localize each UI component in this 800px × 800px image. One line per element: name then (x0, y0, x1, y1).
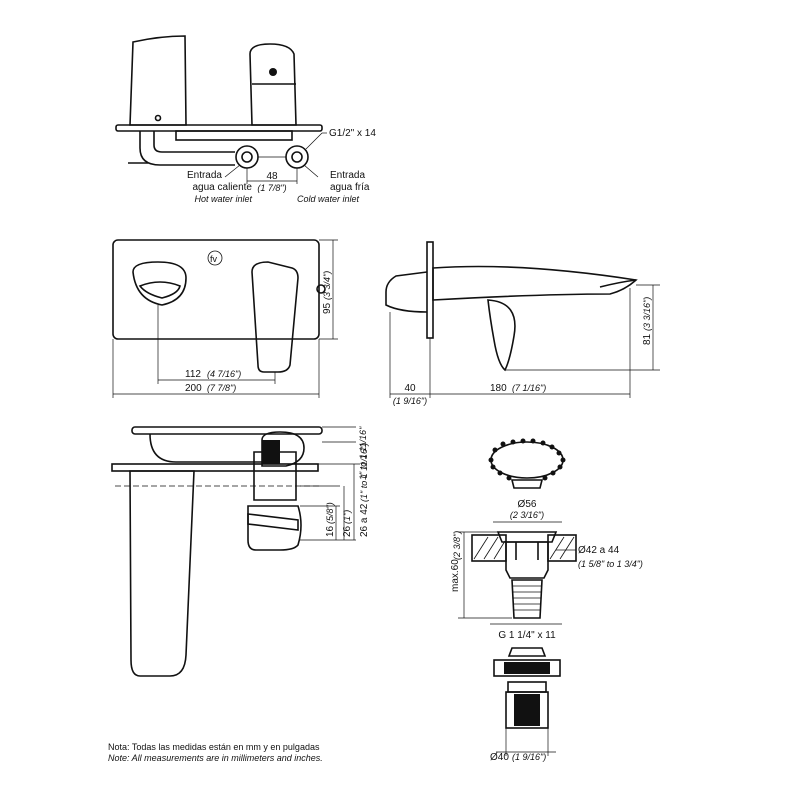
front-plate (112, 239, 320, 340)
max-thick-label: max.60 (450, 559, 461, 592)
drain-nut-core (504, 662, 550, 674)
depth-label-in: (1 9/16") (393, 396, 427, 406)
hot-leader (224, 164, 241, 178)
section-top-plate (131, 426, 323, 435)
dim26-42-label-in: (1" to 1 11/16") (359, 443, 369, 502)
hot-label-es-1: Entrada (187, 170, 222, 181)
dim26-label: 26 (342, 525, 353, 537)
spout-hole (154, 114, 162, 122)
drain-flange (496, 531, 558, 543)
body-pipe-inner (153, 131, 235, 153)
cold-leader (303, 164, 319, 178)
hot-inlet (235, 145, 259, 169)
front-handle (251, 261, 299, 373)
spout-outlet-inner (138, 281, 181, 299)
front-view: fv 95 (3 3/4") 112 (4 7/16") 200 (7 7/8"… (112, 239, 338, 398)
basin-section (471, 534, 577, 562)
hot-inlet-inner (241, 151, 253, 163)
basin-right (547, 534, 577, 562)
cold-label-es-1: Entrada (330, 170, 365, 181)
offset-label: 112 (185, 369, 201, 380)
side-handle (487, 299, 516, 372)
section-cartridge (253, 451, 297, 501)
notes: Nota: Todas las medidas están en mm y en… (108, 742, 323, 763)
section-spout (129, 470, 195, 677)
width-label-in: (7 7/8") (207, 383, 236, 393)
hole-dia-label: Ø42 a 44 (578, 545, 620, 556)
drain-tail (505, 691, 549, 729)
offset-label-in: (4 7/16") (207, 369, 241, 379)
drain-beads (488, 438, 566, 489)
height-label: 95 (322, 302, 333, 314)
side-spout-lip (599, 279, 637, 288)
dim16-label: 16 (325, 525, 336, 537)
side-view: 81 (3 3/16") 40 (1 9/16") 180 (7 1/16") (385, 241, 660, 406)
bottom-dia-label-in: (1 9/16") (512, 752, 546, 762)
section-pipe (149, 433, 262, 463)
front-plate-screw (316, 284, 326, 294)
drain-tail-core (514, 694, 540, 726)
side-spout (432, 265, 638, 301)
dim26-label-in: (1") (342, 510, 352, 524)
drain-top-dia: Ø56 (518, 499, 537, 510)
handle-top (249, 43, 297, 126)
thread-leader (305, 132, 323, 150)
section-handle-body (261, 431, 305, 467)
spout-top (129, 35, 187, 126)
thread-lines (512, 585, 542, 611)
section-body (111, 463, 319, 472)
spacing-label-in: (1 7/8") (257, 183, 286, 193)
drain-assembly: Ø56 (2 3/16") Ø42 a 44 (1 5/8" to 1 3/4"… (450, 438, 643, 763)
hole-dia-label-in: (1 5/8" to 1 3/4") (578, 559, 643, 569)
drain-top-dia-in: (2 3/16") (510, 510, 544, 520)
drain-nut (493, 659, 561, 677)
cold-label-es-2: agua fría (330, 182, 370, 193)
reach-label-in: (7 1/16") (512, 383, 546, 393)
wall-range-label: 1" to 1 11/16" (358, 426, 368, 480)
section-handle-lever (247, 505, 302, 551)
brand-logo: fv (210, 254, 218, 264)
depth-label: 40 (404, 383, 416, 394)
handle-marker (269, 68, 277, 76)
spout-height-label-in: (3 3/16") (642, 297, 652, 331)
height-label-in: (3 3/4") (322, 271, 332, 300)
hot-label-en: Hot water inlet (194, 194, 252, 204)
drain-body (505, 541, 549, 579)
bottom-dia-label: Ø40 (490, 752, 509, 763)
reach-label: 180 (490, 383, 507, 394)
side-body (385, 271, 428, 313)
hot-label-es-2: agua caliente (193, 182, 253, 193)
spacing-label: 48 (266, 171, 278, 182)
drain-thread (511, 579, 543, 619)
width-label: 200 (185, 383, 202, 394)
drain-thread-label: G 1 1/4" x 11 (498, 630, 556, 641)
cold-inlet-inner (291, 151, 303, 163)
thread-label: G1/2" x 14 (329, 128, 376, 139)
dim26-42-label: 26 a 42 (359, 503, 370, 537)
body-pipe (139, 131, 235, 166)
drain-tail-top (507, 681, 547, 693)
drain-throat (515, 542, 539, 560)
spout-height-label: 81 (642, 333, 653, 345)
spout-outlet (132, 261, 187, 306)
section-handle-cap (247, 513, 299, 531)
section-view: 1" to 1 11/16" 16 (5/8") 26 (1") 26 a 42… (111, 426, 370, 677)
note-spanish: Nota: Todas las medidas están en mm y en… (108, 742, 320, 752)
cold-label-en: Cold water inlet (297, 194, 360, 204)
wall-plate-top (115, 124, 323, 132)
max-thick-label-in: (2 3/8") (452, 531, 462, 560)
brand-logo-ring (207, 250, 223, 266)
section-cartridge-core (262, 440, 280, 464)
drain-washer (507, 647, 547, 657)
side-wall-plate (426, 241, 434, 339)
valve-body (175, 130, 293, 141)
dim16-label-in: (5/8") (325, 502, 335, 524)
top-view: G1/2" x 14 48 (1 7/8") Entrada agua cali… (115, 35, 376, 204)
cold-inlet (285, 145, 309, 169)
note-english: Note: All measurements are in millimeter… (108, 753, 323, 763)
